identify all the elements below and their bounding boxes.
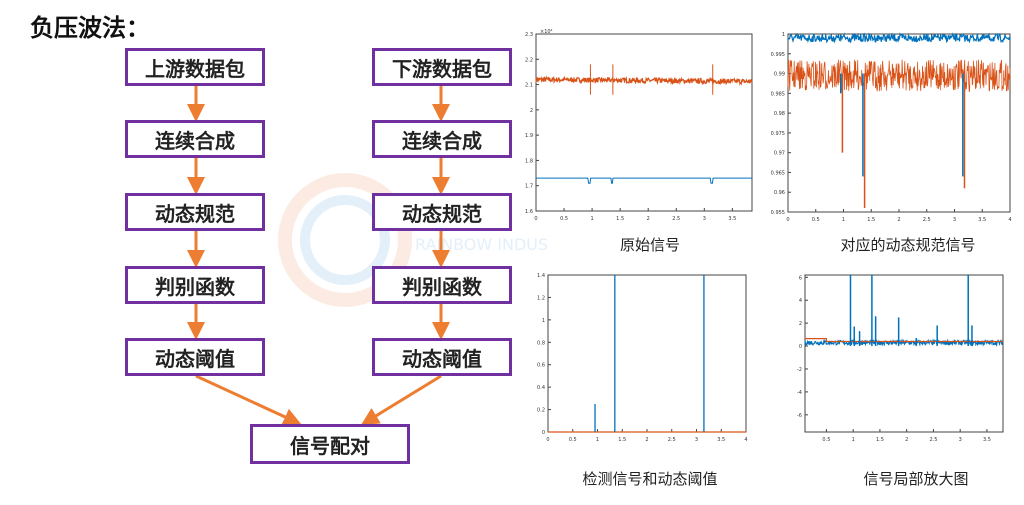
x-tick-label: 0 <box>786 217 789 221</box>
watermark-logo: RAINBOW INDUS <box>278 173 548 307</box>
x-tick-label: 1 <box>842 217 845 221</box>
x-tick-label: 1 <box>596 437 599 443</box>
y-tick-label: -4 <box>797 390 802 396</box>
y-tick-label: 4 <box>799 298 802 304</box>
y-tick-label: 0.99 <box>774 72 785 78</box>
y-tick-label: -6 <box>797 413 802 419</box>
x-tick-label: 1.5 <box>616 216 624 221</box>
y-tick-label: 0.2 <box>537 408 545 414</box>
plot-frame <box>535 33 753 212</box>
y-tick-label: 2 <box>530 108 533 114</box>
x-tick-label: 0.5 <box>560 216 568 221</box>
caption-normalized-signal: 对应的动态规范信号 <box>840 236 976 254</box>
y-tick-label: 1 <box>542 318 545 324</box>
plot-frame <box>804 274 1004 433</box>
y-tick-label: 2 <box>799 321 802 327</box>
y-axis-exponent: ×10⁴ <box>540 29 553 35</box>
y-tick-label: 1 <box>782 32 785 38</box>
x-tick-label: 2.5 <box>672 216 680 221</box>
flow-arrow <box>360 374 442 426</box>
y-tick-label: 0.985 <box>771 91 785 97</box>
x-tick-label: 2.5 <box>923 217 931 221</box>
y-tick-label: 0.965 <box>771 170 785 176</box>
x-tick-label: 1 <box>852 437 855 443</box>
flow-box-right-2: 动态规范 <box>372 193 512 231</box>
x-tick-label: 0 <box>546 437 549 443</box>
y-tick-label: 0.8 <box>537 340 545 346</box>
y-tick-label: 1.9 <box>525 133 533 139</box>
y-tick-label: 0.975 <box>771 131 785 137</box>
page-title: 负压波法： <box>30 14 150 42</box>
y-tick-label: 0.98 <box>774 111 785 117</box>
x-tick-label: 2 <box>897 217 900 221</box>
flow-arrow <box>195 374 302 426</box>
x-tick-label: 4 <box>744 437 747 443</box>
flow-box-merge: 信号配对 <box>250 424 410 464</box>
flow-box-right-3: 判别函数 <box>372 266 512 304</box>
y-tick-label: 2.3 <box>525 32 533 38</box>
x-tick-label: 3 <box>695 437 698 443</box>
x-tick-label: 3 <box>703 216 706 221</box>
x-tick-label: 2 <box>905 437 908 443</box>
y-tick-label: 1.8 <box>525 158 533 164</box>
x-tick-label: 3.5 <box>728 216 736 221</box>
x-tick-label: 3.5 <box>978 217 986 221</box>
y-tick-label: 2.2 <box>525 57 533 63</box>
y-tick-label: 0.97 <box>774 151 785 157</box>
y-tick-label: 0.955 <box>771 210 785 216</box>
y-tick-label: 1.6 <box>525 209 533 215</box>
series-orange <box>535 75 753 87</box>
plot-raw-signal: 0 0.5 1 1.5 2 2.5 3 3.5 1.6 1.7 1.8 1.9 2 2.1 2.2 2.3 ×1… <box>525 29 753 221</box>
x-tick-label: 1.5 <box>618 437 626 443</box>
y-tick-label: 1.7 <box>525 184 533 190</box>
x-tick-label: 3.5 <box>983 437 991 443</box>
caption-detection-threshold: 检测信号和动态阈值 <box>582 470 718 488</box>
y-tick-label: 0.6 <box>537 363 545 369</box>
flow-box-left-1: 连续合成 <box>125 120 265 158</box>
flow-box-right-4: 动态阈值 <box>372 338 512 376</box>
x-tick-label: 1.5 <box>867 217 875 221</box>
x-tick-label: 4 <box>1008 217 1011 221</box>
flow-box-left-2: 动态规范 <box>125 193 265 231</box>
y-tick-label: 0.995 <box>771 52 785 58</box>
x-tick-label: 0.5 <box>822 437 830 443</box>
plot-normalized-signal: 0 0.5 1 1.5 2 2.5 3 3.5 4 0.955 0.96 0.965 0.97 0.975… <box>771 32 1012 221</box>
x-tick-label: 3 <box>953 217 956 221</box>
flow-box-left-0: 上游数据包 <box>125 48 265 86</box>
flow-box-right-0: 下游数据包 <box>372 48 512 86</box>
flow-box-right-1: 连续合成 <box>372 120 512 158</box>
threshold-line <box>805 338 1003 343</box>
series-blue <box>536 177 752 184</box>
x-tick-label: 0.5 <box>812 217 820 221</box>
y-tick-label: 1.4 <box>537 273 545 279</box>
x-tick-label: 2.5 <box>668 437 676 443</box>
x-tick-label: 2.5 <box>929 437 937 443</box>
x-tick-label: 1.5 <box>876 437 884 443</box>
caption-local-zoom: 信号局部放大图 <box>863 470 969 488</box>
plot-local-zoom: 0.5 1 1.5 2 2.5 3 3.5 -6 -4 -2 0 2 4 6 <box>797 274 1004 443</box>
flow-box-left-4: 动态阈值 <box>125 338 265 376</box>
y-tick-label: 0 <box>542 430 545 436</box>
y-tick-label: 0 <box>799 344 802 350</box>
y-tick-label: 2.1 <box>525 83 533 89</box>
x-tick-label: 3 <box>959 437 962 443</box>
svg-text:RAINBOW INDUS: RAINBOW INDUS <box>415 235 548 254</box>
x-tick-label: 3.5 <box>717 437 725 443</box>
x-tick-label: 2 <box>645 437 648 443</box>
flow-box-left-3: 判别函数 <box>125 266 265 304</box>
plot-detection-threshold: 0 0.5 1 1.5 2 2.5 3 3.5 4 0 0.2 0.4 0.6 0.8 1 1.2 1.4 <box>537 273 748 443</box>
y-tick-label: 6 <box>799 275 802 281</box>
series-blue <box>787 32 1011 44</box>
x-tick-label: 0 <box>534 216 537 221</box>
caption-raw-signal: 原始信号 <box>619 236 681 254</box>
y-tick-label: 0.4 <box>537 385 545 391</box>
y-tick-label: 1.2 <box>537 295 545 301</box>
x-tick-label: 1 <box>591 216 594 221</box>
y-tick-label: -2 <box>797 367 802 373</box>
x-tick-label: 2 <box>647 216 650 221</box>
plot-frame <box>547 274 747 433</box>
x-tick-label: 0.5 <box>569 437 577 443</box>
y-tick-label: 0.96 <box>774 190 785 196</box>
series-orange <box>787 58 1011 93</box>
